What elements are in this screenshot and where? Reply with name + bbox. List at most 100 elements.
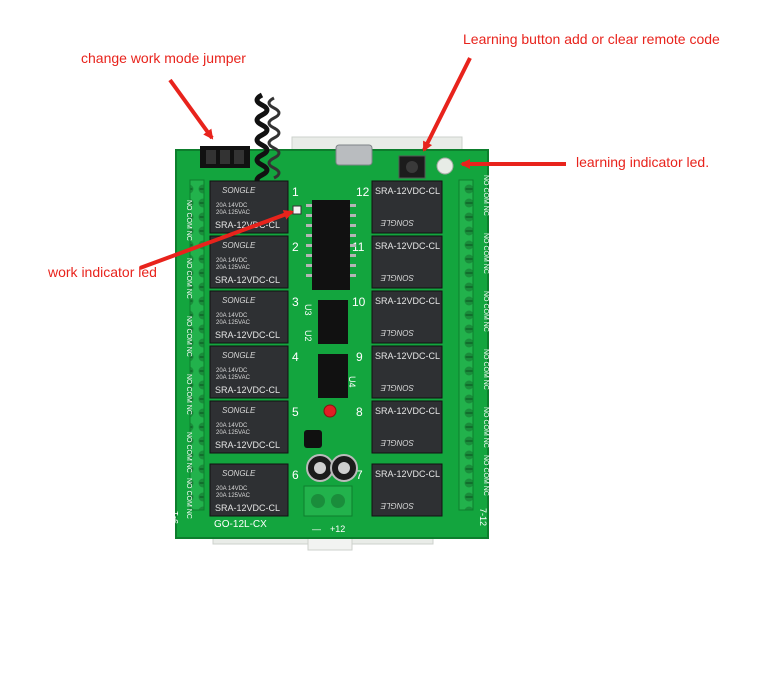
svg-text:SONGLE: SONGLE <box>380 273 414 282</box>
svg-text:NO COM NC: NO COM NC <box>185 316 192 357</box>
relay-number-12: 12 <box>356 185 370 199</box>
relay-4: SONGLE 20A 14VDC 20A 125VAC SRA-12VDC-CL… <box>209 345 299 399</box>
svg-text:NO COM NC: NO COM NC <box>482 455 489 496</box>
svg-text:NO COM NC: NO COM NC <box>185 200 192 241</box>
svg-text:SRA-12VDC-CL: SRA-12VDC-CL <box>215 503 280 513</box>
learning-led-callout: learning indicator led. <box>576 154 710 170</box>
svg-text:20A 14VDC: 20A 14VDC <box>216 486 248 492</box>
relay-number-4: 4 <box>292 350 299 364</box>
chip-label-u3: U3 <box>303 304 313 316</box>
svg-text:20A 14VDC: 20A 14VDC <box>216 313 248 319</box>
left-relay-column: SONGLE 20A 14VDC 20A 125VAC SRA-12VDC-CL… <box>209 180 299 517</box>
svg-text:SONGLE: SONGLE <box>222 186 256 195</box>
relay-number-3: 3 <box>292 295 299 309</box>
svg-text:SRA-12VDC-CL: SRA-12VDC-CL <box>375 406 440 416</box>
learning-button-callout: Learning button add or clear remote code <box>463 31 720 47</box>
right-relay-column: SRA-12VDC-CL SONGLE 12 SRA-12VDC-CL SONG… <box>352 180 443 517</box>
svg-text:SONGLE: SONGLE <box>222 406 256 415</box>
relay-8: SRA-12VDC-CL SONGLE 8 <box>356 400 443 454</box>
svg-text:NO COM NC: NO COM NC <box>185 374 192 415</box>
relay-number-6: 6 <box>292 468 299 482</box>
terminal-labels-left: NO COM NC NO COM NC NO COM NC NO COM NC … <box>185 200 192 519</box>
relay-number-5: 5 <box>292 405 299 419</box>
crystal-oscillator <box>335 144 373 166</box>
svg-text:NO COM NC: NO COM NC <box>185 432 192 473</box>
svg-text:SONGLE: SONGLE <box>380 501 414 510</box>
svg-text:NO COM NC: NO COM NC <box>185 258 192 299</box>
relay-7: SRA-12VDC-CL SONGLE 7 <box>356 463 443 517</box>
svg-text:20A 14VDC: 20A 14VDC <box>216 203 248 209</box>
relay-5: SONGLE 20A 14VDC 20A 125VAC SRA-12VDC-CL… <box>209 400 299 454</box>
chip-label-u4: U4 <box>347 376 357 388</box>
relay-number-1: 1 <box>292 185 299 199</box>
svg-text:20A 125VAC: 20A 125VAC <box>216 375 251 381</box>
svg-text:SONGLE: SONGLE <box>222 296 256 305</box>
antenna-coil-shadow <box>267 96 281 180</box>
svg-text:SONGLE: SONGLE <box>222 241 256 250</box>
svg-text:SONGLE: SONGLE <box>380 218 414 227</box>
svg-text:SRA-12VDC-CL: SRA-12VDC-CL <box>375 469 440 479</box>
right-side-label: 7-12 <box>478 508 488 526</box>
svg-text:SRA-12VDC-CL: SRA-12VDC-CL <box>375 186 440 196</box>
svg-text:NO COM NC: NO COM NC <box>185 478 192 519</box>
svg-text:20A 125VAC: 20A 125VAC <box>216 493 251 499</box>
svg-text:NO COM NC: NO COM NC <box>482 291 489 332</box>
relay-number-10: 10 <box>352 295 366 309</box>
regulator <box>304 430 322 448</box>
relay-number-2: 2 <box>292 240 299 254</box>
svg-text:SRA-12VDC-CL: SRA-12VDC-CL <box>375 241 440 251</box>
svg-text:SRA-12VDC-CL: SRA-12VDC-CL <box>215 385 280 395</box>
model-label: GO-12L-CX <box>214 519 267 530</box>
svg-text:SRA-12VDC-CL: SRA-12VDC-CL <box>215 220 280 230</box>
driver-chip-b <box>318 354 348 398</box>
svg-text:NO COM NC: NO COM NC <box>482 175 489 216</box>
relay-12: SRA-12VDC-CL SONGLE 12 <box>356 180 443 234</box>
driver-chip-a <box>318 300 348 344</box>
svg-text:SRA-12VDC-CL: SRA-12VDC-CL <box>375 351 440 361</box>
work-led-callout: work indicator led <box>48 264 157 280</box>
terminal-block-right <box>458 179 474 511</box>
learning-button-arrow <box>422 57 472 152</box>
work-led-arrow <box>139 210 294 270</box>
svg-text:20A 125VAC: 20A 125VAC <box>216 210 251 216</box>
relay-10: SRA-12VDC-CL SONGLE 10 <box>352 290 443 344</box>
decoder-chip <box>312 200 350 290</box>
svg-text:20A 125VAC: 20A 125VAC <box>216 265 251 271</box>
relay-number-7: 7 <box>356 468 363 482</box>
power-minus-label: — <box>312 524 321 534</box>
svg-text:SONGLE: SONGLE <box>380 328 414 337</box>
svg-text:20A 14VDC: 20A 14VDC <box>216 423 248 429</box>
svg-text:NO COM NC: NO COM NC <box>482 233 489 274</box>
jumper-arrow <box>168 78 214 140</box>
power-plus-label: +12 <box>330 524 345 534</box>
chip-label-u2: U2 <box>303 330 313 342</box>
terminal-block-left <box>189 179 205 511</box>
relay-9: SRA-12VDC-CL SONGLE 9 <box>356 345 443 399</box>
work-indicator-pad <box>292 205 302 215</box>
svg-text:SONGLE: SONGLE <box>222 351 256 360</box>
terminal-labels-right: NO COM NC NO COM NC NO COM NC NO COM NC … <box>482 175 489 496</box>
work-led <box>323 404 337 418</box>
svg-text:20A 14VDC: 20A 14VDC <box>216 258 248 264</box>
relay-11: SRA-12VDC-CL SONGLE 11 <box>352 235 443 289</box>
svg-text:SONGLE: SONGLE <box>380 383 414 392</box>
svg-text:SRA-12VDC-CL: SRA-12VDC-CL <box>375 296 440 306</box>
left-side-label: 9-1 <box>170 511 180 524</box>
svg-text:NO COM NC: NO COM NC <box>482 407 489 448</box>
relay-6: SONGLE 20A 14VDC 20A 125VAC SRA-12VDC-CL… <box>209 463 299 517</box>
relay-1: SONGLE 20A 14VDC 20A 125VAC SRA-12VDC-CL… <box>209 180 299 234</box>
svg-text:20A 14VDC: 20A 14VDC <box>216 368 248 374</box>
svg-text:SONGLE: SONGLE <box>222 469 256 478</box>
relay-3: SONGLE 20A 14VDC 20A 125VAC SRA-12VDC-CL… <box>209 290 299 344</box>
learning-led <box>436 157 454 175</box>
svg-text:SRA-12VDC-CL: SRA-12VDC-CL <box>215 275 280 285</box>
svg-text:SONGLE: SONGLE <box>380 438 414 447</box>
svg-text:NO COM NC: NO COM NC <box>482 349 489 390</box>
relay-number-9: 9 <box>356 350 363 364</box>
svg-text:20A 125VAC: 20A 125VAC <box>216 430 251 436</box>
relay-2: SONGLE 20A 14VDC 20A 125VAC SRA-12VDC-CL… <box>209 235 299 289</box>
relay-number-8: 8 <box>356 405 363 419</box>
jumper-callout: change work mode jumper <box>81 50 246 66</box>
relay-number-11: 11 <box>352 240 365 254</box>
